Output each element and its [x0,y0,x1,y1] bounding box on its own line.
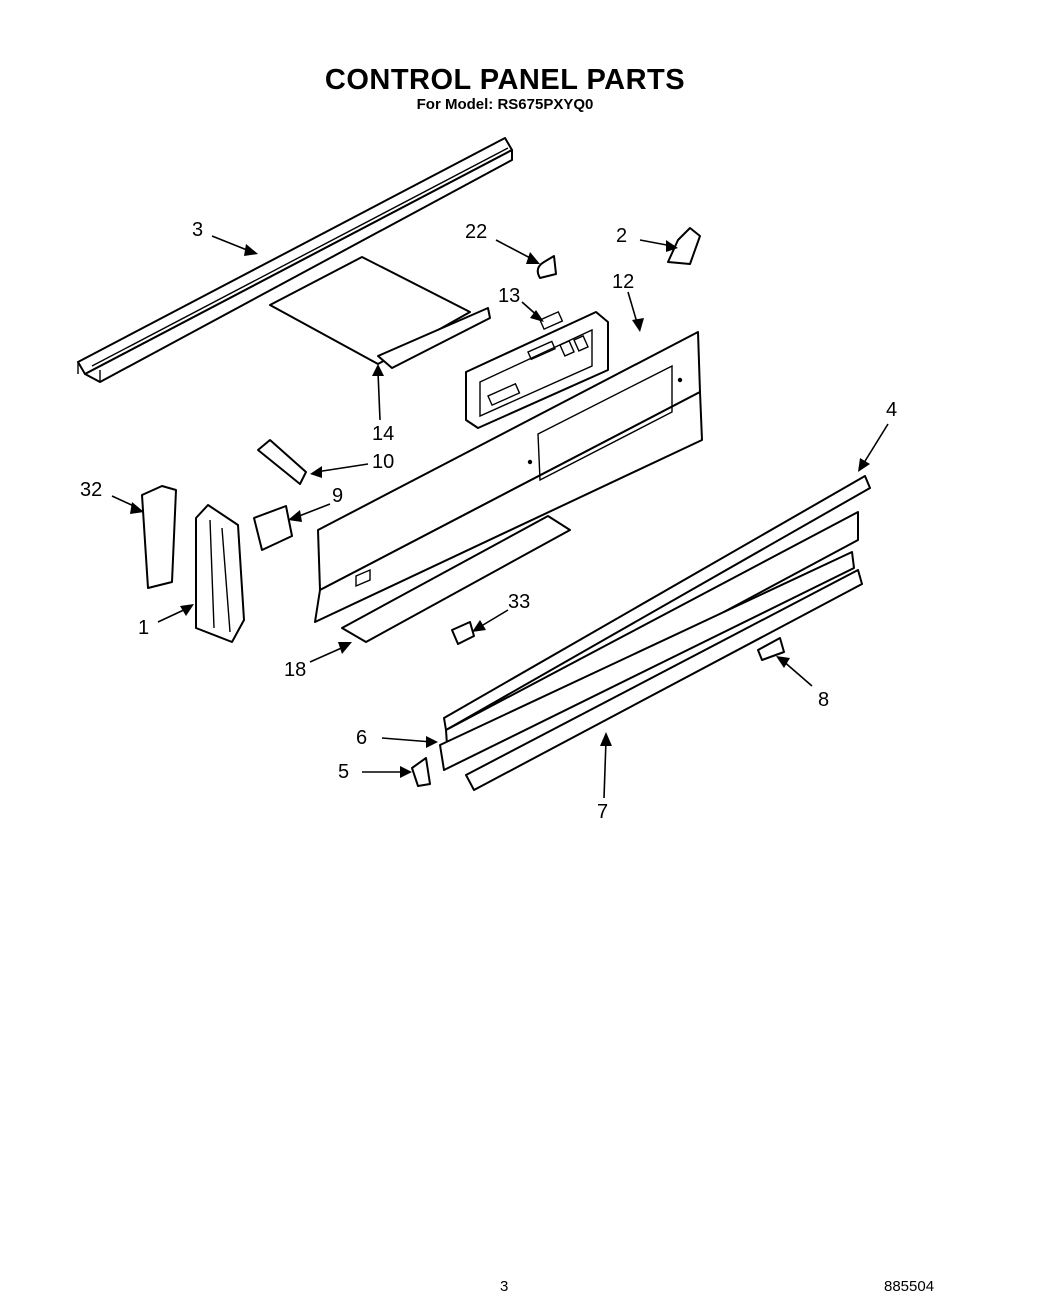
part-5-end-piece [411,757,431,787]
callout-18: 18 [284,659,306,681]
callout-1: 1 [138,617,149,639]
part-2-bracket [667,227,701,265]
part-33-switch [451,621,475,645]
document-number: 885504 [884,1278,935,1295]
part-14-insulation [269,256,491,369]
callout-10: 10 [372,451,394,473]
callout-33: 33 [508,591,530,613]
callout-labels: 3 22 2 13 12 14 10 9 32 1 18 33 4 8 6 5 … [80,219,897,823]
part-18-lower-plate [341,515,571,643]
header: CONTROL PANEL PARTS For Model: RS675PXYQ… [0,64,1010,114]
callout-2: 2 [616,225,627,247]
callout-12: 12 [612,271,634,293]
part-13-control-board [465,310,609,429]
part-32-side-strip [141,485,177,589]
part-10-bracket [257,439,307,485]
callout-22: 22 [465,221,487,243]
callout-6: 6 [356,727,367,749]
callout-3: 3 [192,219,203,241]
part-22-clip [536,255,557,279]
part-7-lower-trim [465,569,863,791]
part-9-plate [253,505,293,551]
part-1-end-cap [195,504,245,643]
callout-7: 7 [597,801,608,823]
callout-13: 13 [498,285,520,307]
part-6-trim [439,551,855,771]
callout-14: 14 [372,423,394,445]
leader-lines [111,235,889,799]
callout-9: 9 [332,485,343,507]
part-8-clip [757,637,785,661]
page-number: 3 [500,1278,509,1295]
callout-5: 5 [338,761,349,783]
part-3-top-trim [77,137,513,383]
callout-4: 4 [886,399,897,421]
callout-32: 32 [80,479,102,501]
model-subtitle: For Model: RS675PXYQ0 [416,96,594,113]
part-12-control-panel [314,331,703,623]
callout-8: 8 [818,689,829,711]
page-title: CONTROL PANEL PARTS [324,64,686,96]
